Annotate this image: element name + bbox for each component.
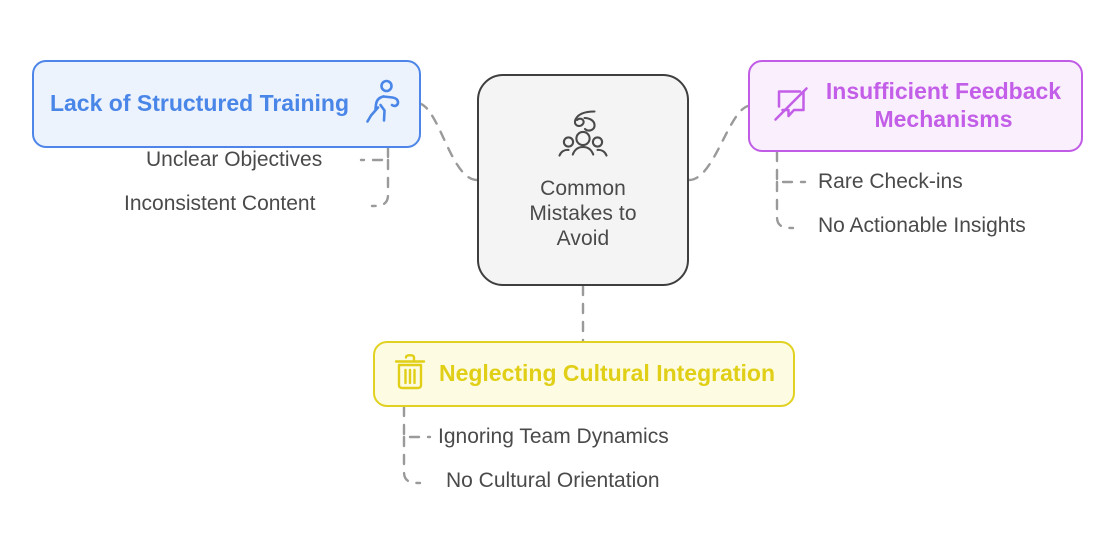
connector-purple-to-sub2: [775, 180, 795, 230]
branch-node-label: Insufficient Feedback Mechanisms: [825, 78, 1062, 132]
users-confusion-icon: [554, 109, 612, 166]
sub-item-unclear-objectives[interactable]: Unclear Objectives: [146, 148, 323, 171]
message-off-icon: [770, 83, 812, 130]
connector-center-to-blue: [419, 102, 479, 182]
connector-blue-to-sub1: [359, 146, 390, 162]
sub-item-no-actionable-insights[interactable]: No Actionable Insights: [818, 214, 1026, 237]
sub-item-no-cultural-orientation[interactable]: No Cultural Orientation: [446, 469, 660, 492]
trash-icon: [393, 353, 427, 396]
connector-blue-to-sub2: [370, 158, 390, 208]
connector-yellow-to-sub2: [402, 435, 422, 485]
center-node[interactable]: Common Mistakes to Avoid: [477, 74, 689, 286]
sub-item-inconsistent-content[interactable]: Inconsistent Content: [124, 192, 316, 215]
running-person-icon: [363, 79, 403, 130]
connector-center-to-purple: [687, 104, 750, 182]
connector-purple-to-sub1: [775, 150, 807, 184]
branch-node-lack-of-structured-training[interactable]: Lack of Structured Training: [32, 60, 421, 148]
branch-node-label: Neglecting Cultural Integration: [438, 360, 776, 387]
branch-node-neglecting-cultural-integration[interactable]: Neglecting Cultural Integration: [373, 341, 795, 407]
branch-node-label: Lack of Structured Training: [49, 90, 350, 117]
sub-item-rare-check-ins[interactable]: Rare Check-ins: [818, 170, 963, 193]
connector-yellow-to-sub1: [402, 405, 432, 439]
center-node-title: Common Mistakes to Avoid: [529, 176, 637, 251]
branch-node-insufficient-feedback-mechanisms[interactable]: Insufficient Feedback Mechanisms: [748, 60, 1083, 152]
sub-item-ignoring-team-dynamics[interactable]: Ignoring Team Dynamics: [438, 425, 669, 448]
